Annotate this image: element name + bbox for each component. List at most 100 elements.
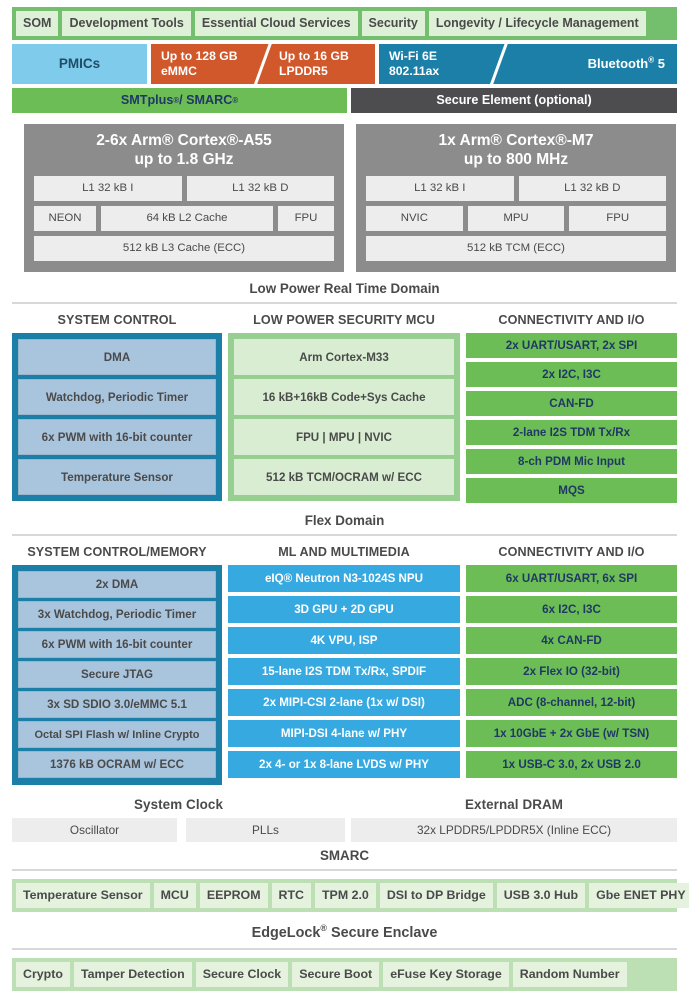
som-chip-som: SOM [16,11,59,36]
flex-scm-item-secure-jtag: Secure JTAG [18,661,216,688]
edgelock-band: Crypto Tamper Detection Secure Clock Sec… [12,958,677,991]
flex-ml-item-gpu: 3D GPU + 2D GPU [228,596,460,623]
diagonal-separator-icon [487,44,510,84]
emmc-line1: Up to 128 GB [161,49,238,64]
flex-scm-item-watchdog: 3x Watchdog, Periodic Timer [18,601,216,628]
header-flex-connectivity: CONNECTIVITY AND I/O [498,545,645,559]
flex-io-item-usb: 1x USB-C 3.0, 2x USB 2.0 [466,751,677,778]
flex-ml-item-vpu-isp: 4K VPU, ISP [228,627,460,654]
smarc-chip-dsi-to-dp-bridge: DSI to DP Bridge [379,883,493,908]
header-system-clock: System Clock [133,797,224,812]
edgelock-chip-crypto: Crypto [16,962,70,987]
cortex-m7-core-block: 1x Arm® Cortex®-M7 up to 800 MHz L1 32 k… [356,124,676,272]
som-chip-development-tools: Development Tools [62,11,191,36]
header-flex-ml-multimedia: ML AND MULTIMEDIA [278,545,410,559]
som-chip-longevity-lifecycle: Longevity / Lifecycle Management [428,11,646,36]
bluetooth-text: Bluetooth® 5 [587,55,665,72]
header-flex-system-control-memory: SYSTEM CONTROL/MEMORY [27,545,207,559]
edgelock-chip-random-number: Random Number [512,962,627,987]
lp-sc-item-dma: DMA [18,339,216,375]
lpddr5-label: Up to 16 GB LPDDR5 [279,44,349,84]
lp-io-item-i2s-tdm: 2-lane I2S TDM Tx/Rx [466,420,677,445]
header-lp-connectivity: CONNECTIVITY AND I/O [498,313,645,327]
a55-l3cache: 512 kB L3 Cache (ECC) [34,236,334,262]
header-lp-security-mcu: LOW POWER SECURITY MCU [253,313,435,327]
group-flex-connectivity: 6x UART/USART, 6x SPI 6x I2C, I3C 4x CAN… [466,565,677,785]
module-standard-row: SMTplus® / SMARC® Secure Element (option… [12,88,677,113]
a55-neon: NEON [34,206,96,232]
memory-wireless-row: PMICs Up to 128 GB eMMC Up to 16 GB LPDD… [12,44,677,84]
group-lp-connectivity: 2x UART/USART, 2x SPI 2x I2C, I3C CAN-FD… [466,333,677,503]
cortex-a55-row-1: L1 32 kB I L1 32 kB D [34,176,334,202]
flex-ml-item-mipi-csi: 2x MIPI-CSI 2-lane (1x w/ DSI) [228,689,460,716]
low-power-real-time-domain-label: Low Power Real Time Domain [249,281,440,296]
cortex-m7-title-line2: up to 800 MHz [463,150,569,168]
wifi-line2: 802.11ax [389,64,440,78]
smarc-chip-gbe-enet-phy: Gbe ENET PHY [589,883,689,908]
lp-mcu-item-cortex-m33: Arm Cortex-M33 [234,339,454,375]
group-lp-system-control: DMA Watchdog, Periodic Timer 6x PWM with… [12,333,222,501]
lp-mcu-item-tcm-ocram: 512 kB TCM/OCRAM w/ ECC [234,459,454,495]
divider-low-power [12,302,677,304]
wifi-label: Wi-Fi 6E 802.11ax [389,44,439,84]
flex-scm-item-ocram: 1376 kB OCRAM w/ ECC [18,751,216,778]
smarc-chip-mcu: MCU [153,883,196,908]
lp-sc-item-pwm: 6x PWM with 16-bit counter [18,419,216,455]
plls-block: PLLs [186,818,345,842]
smarc-chip-tpm: TPM 2.0 [314,883,376,908]
flex-io-item-i2c-i3c: 6x I2C, I3C [466,596,677,623]
wireless-block: Wi-Fi 6E 802.11ax Bluetooth® 5 [379,44,677,84]
divider-flex [12,534,677,536]
cortex-a55-row-3: 512 kB L3 Cache (ECC) [34,236,334,262]
som-band: SOM Development Tools Essential Cloud Se… [12,7,677,40]
lp-mcu-item-fpu-mpu-nvic: FPU | MPU | NVIC [234,419,454,455]
cortex-m7-title-line1: 1x Arm® Cortex®-M7 [438,132,594,149]
header-external-dram: External DRAM [464,797,564,812]
cortex-a55-title-line2: up to 1.8 GHz [134,150,234,168]
smarc-chip-usb-hub: USB 3.0 Hub [496,883,586,908]
som-chip-security: Security [361,11,425,36]
lp-io-item-pdm-mic: 8-ch PDM Mic Input [466,449,677,474]
flex-io-item-flex-io: 2x Flex IO (32-bit) [466,658,677,685]
m7-l1i: L1 32 kB I [366,176,514,202]
m7-l1d: L1 32 kB D [518,176,666,202]
lp-sc-item-watchdog: Watchdog, Periodic Timer [18,379,216,415]
header-lp-system-control: SYSTEM CONTROL [57,313,177,327]
lp-io-item-mqs: MQS [466,478,677,503]
cortex-a55-core-block: 2-6x Arm® Cortex®-A55 up to 1.8 GHz L1 3… [24,124,344,272]
smarc-label: SMARC [319,848,370,863]
a55-l2cache: 64 kB L2 Cache [101,206,273,232]
edgelock-label: EdgeLock® Secure Enclave [251,923,438,941]
wifi-line1: Wi-Fi 6E [389,49,437,64]
flex-scm-item-pwm: 6x PWM with 16-bit counter [18,631,216,658]
som-chip-essential-cloud-services: Essential Cloud Services [194,11,358,36]
edgelock-chip-secure-clock: Secure Clock [195,962,289,987]
flex-io-item-uart-spi: 6x UART/USART, 6x SPI [466,565,677,592]
smarc-chip-rtc: RTC [271,883,311,908]
flex-ml-item-i2s-spdif: 15-lane I2S TDM Tx/Rx, SPDIF [228,658,460,685]
flex-scm-item-octal-spi: Octal SPI Flash w/ Inline Crypto [18,721,216,748]
cortex-m7-row-3: 512 kB TCM (ECC) [366,236,666,262]
emmc-label: Up to 128 GB eMMC [161,44,238,84]
cortex-a55-row-2: NEON 64 kB L2 Cache FPU [34,206,334,232]
divider-edgelock [12,948,677,950]
emmc-line2: eMMC [161,64,197,78]
m7-nvic: NVIC [366,206,463,232]
group-flex-ml-multimedia: eIQ® Neutron N3-1024S NPU 3D GPU + 2D GP… [228,565,460,785]
divider-smarc [12,869,677,871]
flex-scm-item-dma: 2x DMA [18,571,216,598]
m7-tcm: 512 kB TCM (ECC) [366,236,666,262]
flex-ml-item-lvds: 2x 4- or 1x 8-lane LVDS w/ PHY [228,751,460,778]
smtplus-smarc-block: SMTplus® / SMARC® [12,88,347,113]
flex-ml-item-npu: eIQ® Neutron N3-1024S NPU [228,565,460,592]
smarc-chip-temperature-sensor: Temperature Sensor [16,883,150,908]
cortex-a55-title-line1: 2-6x Arm® Cortex®-A55 [96,132,272,149]
lpddr5-line1: Up to 16 GB [279,49,349,64]
edgelock-chip-tamper-detection: Tamper Detection [73,962,192,987]
flex-io-item-can-fd: 4x CAN-FD [466,627,677,654]
m7-mpu: MPU [467,206,565,232]
cortex-a55-title: 2-6x Arm® Cortex®-A55 up to 1.8 GHz [34,132,334,169]
m7-fpu: FPU [569,206,667,232]
lp-io-item-uart-spi: 2x UART/USART, 2x SPI [466,333,677,358]
